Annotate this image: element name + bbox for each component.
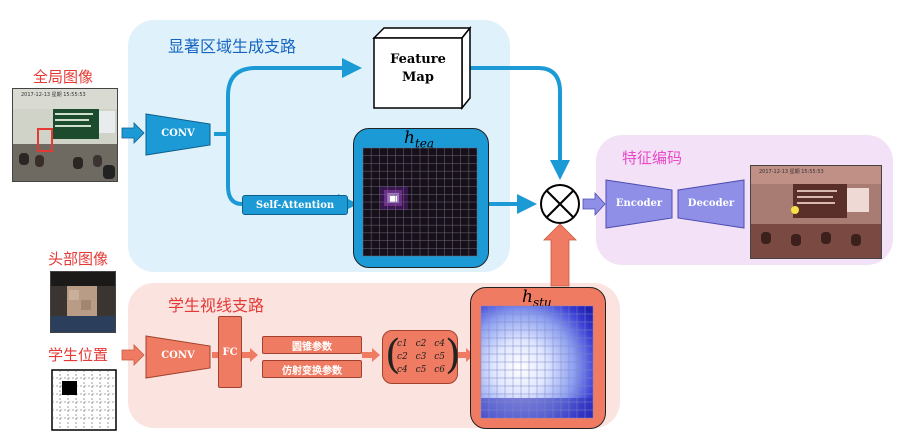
matrix-cell: c2 xyxy=(415,339,427,349)
output-timestamp: 2017-12-13 星期 15:55:53 xyxy=(759,169,824,175)
feature-map-line2: Map xyxy=(402,70,434,85)
matrix-cell: c1 xyxy=(397,339,408,349)
output-attention-image: 2017-12-13 星期 15:55:53 xyxy=(750,165,882,259)
gaze-branch-title: 学生视线支路 xyxy=(168,296,265,315)
conv-top-block: CONV xyxy=(161,128,195,139)
affine-params-block: 仿射变换参数 xyxy=(262,360,362,378)
global-image-label: 全局图像 xyxy=(33,68,94,86)
feature-map-line1: Feature xyxy=(390,52,446,67)
matrix-cell: c2 xyxy=(397,352,408,362)
matrix-cell: c3 xyxy=(415,352,427,362)
self-attention-block: Self-Attention xyxy=(242,195,348,215)
global-classroom-image: 2017-12-13 星期 15:55:53 xyxy=(12,88,118,182)
student-position-label: 学生位置 xyxy=(48,346,109,364)
h-tea-label: htea xyxy=(404,128,435,151)
fc-block: FC xyxy=(218,316,242,388)
encoding-title: 特征编码 xyxy=(622,149,683,167)
decoder-block: Decoder xyxy=(687,198,735,209)
head-image-label: 头部图像 xyxy=(48,250,109,268)
matrix-cell: c5 xyxy=(415,365,427,375)
matrix-cell: c6 xyxy=(434,365,445,375)
head-image xyxy=(50,271,116,333)
photo-timestamp: 2017-12-13 星期 15:55:53 xyxy=(21,92,86,98)
encoder-block: Encoder xyxy=(615,198,663,209)
matrix-cell: c5 xyxy=(434,352,445,362)
conv-bottom-block: CONV xyxy=(161,350,195,361)
head-bbox xyxy=(37,128,53,152)
matrix-cell: c4 xyxy=(397,365,408,375)
matrix-cell: c4 xyxy=(434,339,445,349)
cone-params-block: 圆锥参数 xyxy=(262,336,362,354)
salient-branch-title: 显著区域生成支路 xyxy=(168,37,297,56)
